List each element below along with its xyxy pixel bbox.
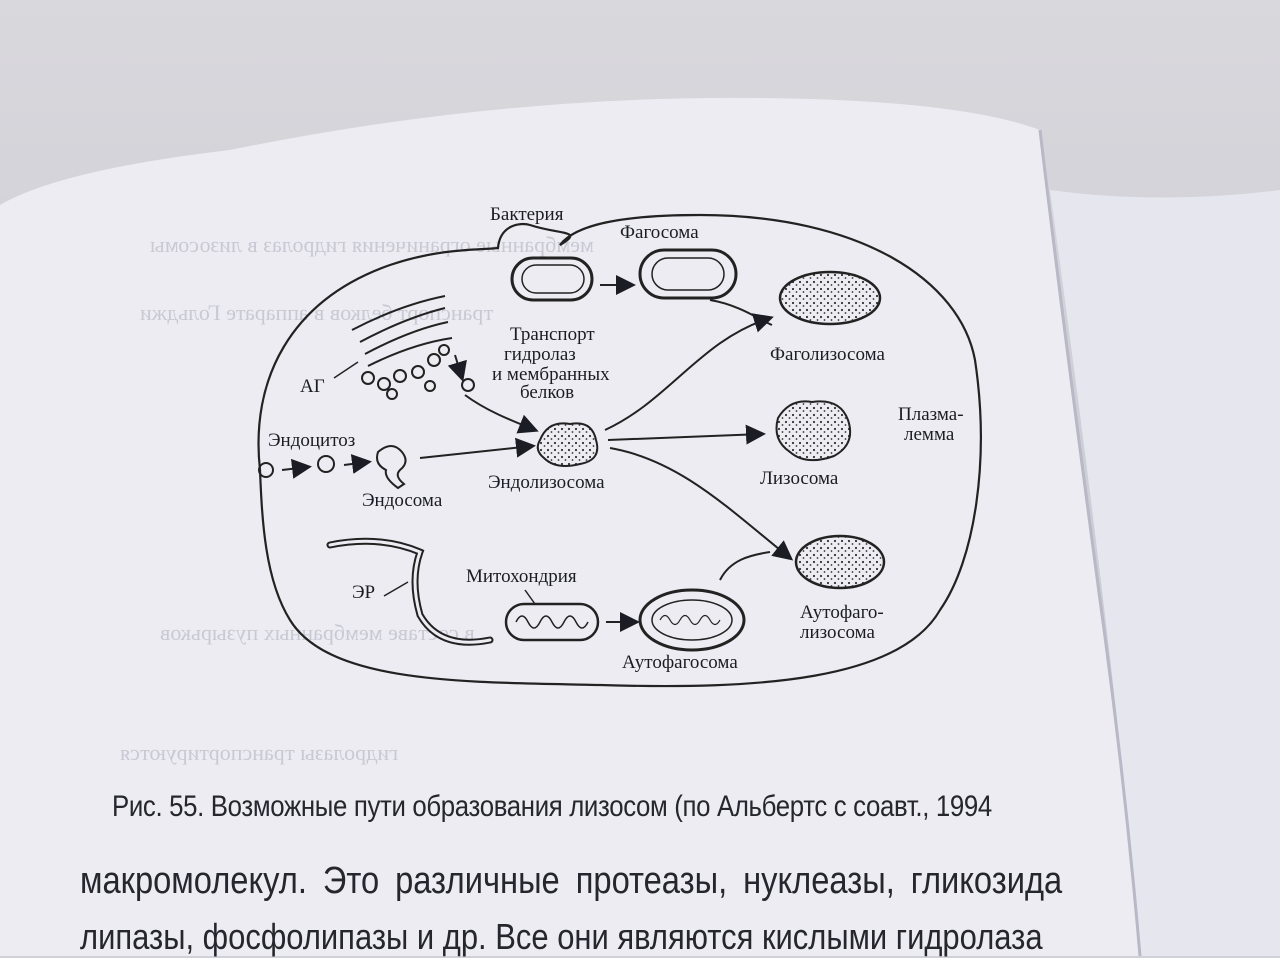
autophagosome	[638, 588, 746, 652]
endolysosome	[536, 422, 599, 467]
figure-caption: Рис. 55. Возможные пути образования лизо…	[112, 790, 992, 823]
bacterium	[510, 256, 594, 302]
cell-membrane	[257, 213, 982, 688]
golgi-pointer	[333, 361, 359, 379]
arrow-to-phagolysosome	[604, 313, 774, 431]
endocytic-vesicle	[317, 455, 335, 473]
mitochondrion	[504, 602, 600, 642]
label-autophagosome: Аутофагосома	[622, 652, 738, 673]
label-phagolysosome: Фаголизосома	[770, 344, 885, 365]
er-pointer	[383, 581, 409, 597]
endocytic-pit	[258, 462, 274, 478]
label-er: ЭР	[352, 582, 375, 603]
label-endosome: Эндосома	[362, 490, 443, 511]
label-plasmalemma-2: лемма	[904, 424, 955, 445]
phagolysosome	[778, 270, 882, 326]
label-phagosome: Фагосома	[620, 222, 699, 243]
autophagolysosome	[794, 534, 886, 590]
label-golgi: АГ	[300, 376, 325, 397]
arrow-golgi-vesicle	[447, 354, 467, 382]
endosome	[376, 445, 407, 490]
body-text-line-1: макромолекул. Это различные протеазы, ну…	[80, 860, 1063, 902]
right-page	[1050, 190, 1280, 956]
arrow-endocytosis	[281, 458, 312, 479]
label-transport-1: Транспорт	[510, 324, 595, 345]
arrow-to-endosome	[343, 454, 372, 474]
body-text-line-2: липазы, фосфолипазы и др. Все они являют…	[80, 916, 1043, 957]
label-transport-3: и мембранных	[492, 364, 610, 385]
label-bacteria: Бактерия	[490, 204, 564, 225]
label-plasmalemma-1: Плазма-	[898, 404, 964, 425]
book-spine-shadow	[1038, 129, 1142, 956]
arrow-to-lysosome	[607, 424, 766, 445]
label-autophagolysosome-1: Аутофаго-	[800, 602, 884, 623]
golgi-apparatus	[351, 295, 475, 400]
lysosome	[775, 400, 852, 462]
label-endocytosis: Эндоцитоз	[268, 430, 355, 451]
label-lysosome: Лизосома	[760, 468, 839, 489]
mitochondrion-pointer	[524, 589, 536, 605]
arrow-to-autophagolysosome	[609, 447, 794, 561]
label-autophagolysosome-2: лизосома	[800, 622, 875, 643]
arrow-transport	[464, 394, 539, 434]
label-transport-4: белков	[520, 382, 574, 403]
arrow-autophago-curve	[719, 551, 771, 581]
label-mitochondrion: Митохондрия	[466, 566, 577, 587]
label-transport-2: гидролаз	[504, 344, 576, 365]
arrow-to-endolysosome	[419, 437, 536, 459]
phagosome	[638, 248, 738, 300]
label-endolysosome: Эндолизосома	[488, 472, 605, 493]
